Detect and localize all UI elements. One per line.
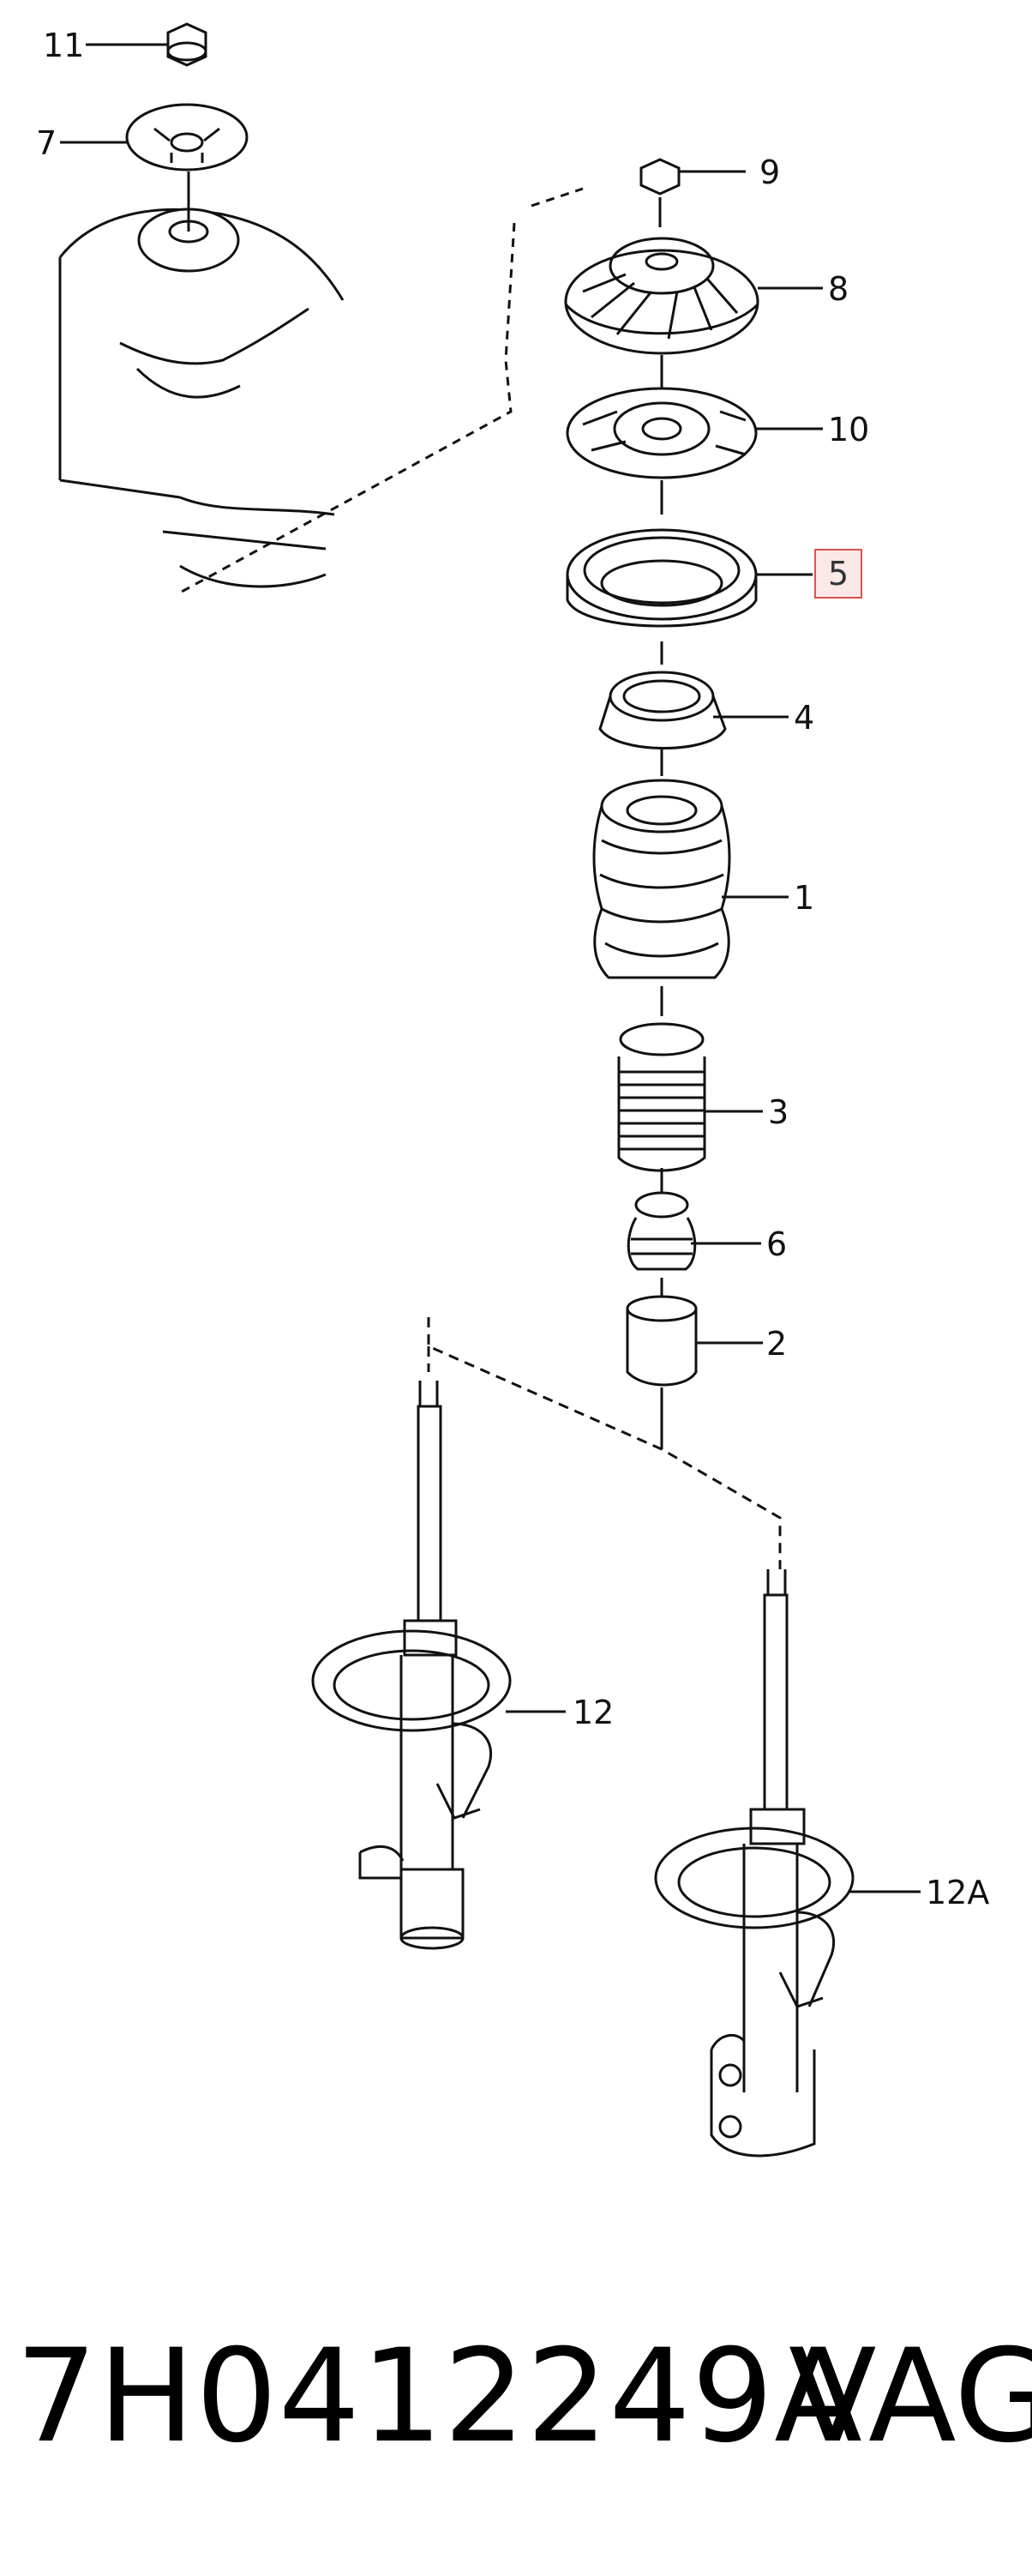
part-6-bump-stop — [628, 1193, 695, 1269]
label-1: 1 — [794, 879, 815, 917]
part-10-bearing-plate — [567, 388, 756, 478]
part-11-nut — [168, 24, 206, 65]
label-10: 10 — [828, 411, 870, 448]
part-1-bellows — [594, 780, 729, 978]
body-mount-boundary — [182, 189, 583, 592]
label-2: 2 — [766, 1325, 788, 1363]
part-12a-strut — [656, 1569, 853, 2156]
part-7-washer — [127, 105, 247, 170]
part-3-dust-cover — [619, 1024, 705, 1171]
label-12a: 12A — [926, 1874, 990, 1911]
label-6: 6 — [766, 1225, 788, 1263]
label-11: 11 — [43, 27, 85, 64]
label-8: 8 — [828, 270, 849, 308]
label-12: 12 — [573, 1694, 615, 1731]
label-5-highlighted[interactable]: 5 — [814, 549, 863, 599]
brand-text: VAG — [789, 2322, 1032, 2471]
label-3: 3 — [768, 1093, 789, 1131]
label-7: 7 — [36, 124, 57, 162]
part-2-protective-cap — [627, 1297, 696, 1385]
label-9: 9 — [759, 153, 781, 191]
strut-link-dashed — [429, 1317, 780, 1569]
part-9-nut — [641, 159, 679, 194]
part-number-text: 7H0412249A — [15, 2322, 863, 2471]
part-8-top-mount — [566, 238, 758, 353]
part-4-spring-seat — [600, 672, 725, 749]
body-strut-tower — [60, 172, 343, 587]
part-5-bearing — [567, 530, 756, 626]
part-12-strut — [313, 1381, 510, 1948]
label-4: 4 — [794, 699, 815, 737]
